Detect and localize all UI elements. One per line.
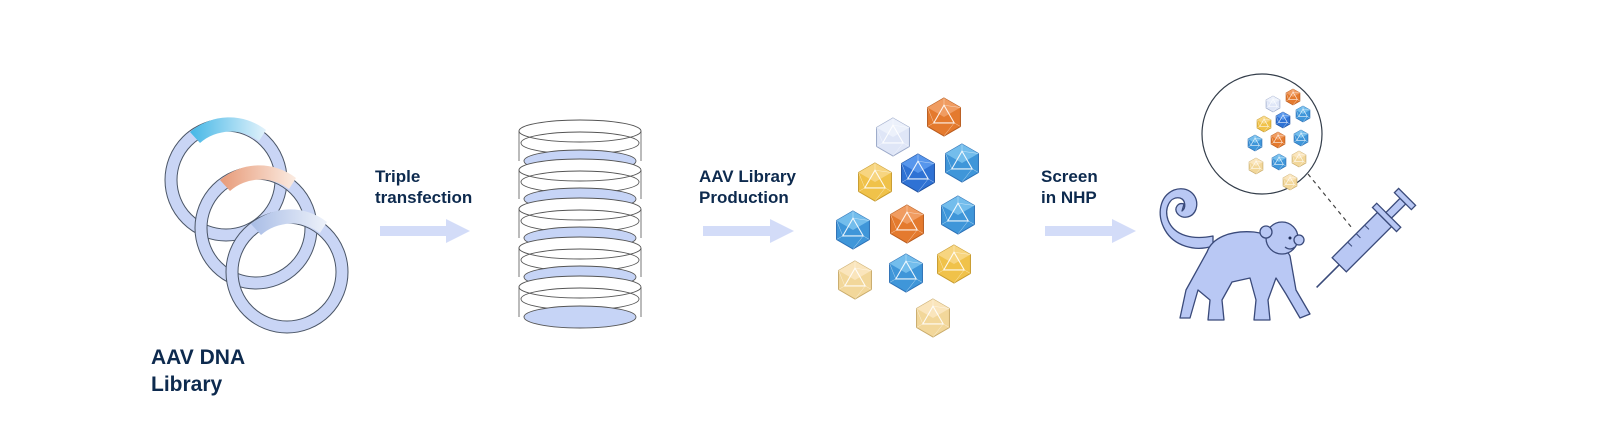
mini-capsid-icon (1291, 150, 1307, 168)
label-dna-library: AAV DNA Library (151, 344, 245, 398)
monkey-icon (1159, 188, 1311, 321)
mini-capsid-icon (1265, 95, 1281, 113)
syringe-icon (1316, 187, 1417, 288)
capsid-icon (836, 210, 870, 250)
capsid-icon (927, 97, 961, 137)
capsid-cluster (836, 97, 979, 338)
label-transfection-line1: Triple (375, 167, 421, 186)
arrow-right-icon (380, 219, 470, 243)
culture-dish (518, 275, 642, 329)
label-production: AAV Library Production (699, 166, 796, 208)
mini-capsid-icon (1271, 153, 1287, 171)
mini-capsids (1247, 88, 1311, 191)
mini-capsid-icon (1293, 129, 1309, 147)
capsid-icon (838, 260, 872, 300)
plasmid-rings (164, 117, 349, 334)
label-screen: Screen in NHP (1041, 166, 1098, 208)
magnifier-circle-icon (1201, 73, 1353, 229)
capsid-icon (876, 117, 910, 157)
mini-capsid-icon (1275, 111, 1291, 129)
mini-capsid-icon (1270, 131, 1286, 149)
capsid-icon (945, 143, 979, 183)
label-screen-line1: Screen (1041, 167, 1098, 186)
label-production-line2: Production (699, 188, 789, 207)
culture-dish-stack-icon (518, 119, 642, 329)
capsid-icon (901, 153, 935, 193)
mini-capsid-icon (1248, 157, 1264, 175)
arrow-right-icon (1045, 219, 1136, 243)
capsid-icon (941, 195, 975, 235)
label-dna-library-line1: AAV DNA (151, 346, 246, 369)
label-production-line1: AAV Library (699, 167, 796, 186)
capsid-icon (937, 244, 971, 284)
arrow-right-icon (703, 219, 794, 243)
label-dna-library-line2: Library (151, 373, 223, 396)
mini-capsid-icon (1295, 105, 1311, 123)
mini-capsid-icon (1285, 88, 1301, 106)
capsid-icon (890, 204, 924, 244)
mini-capsid-icon (1282, 173, 1298, 191)
label-screen-line2: in NHP (1041, 188, 1097, 207)
mini-capsid-icon (1256, 115, 1272, 133)
capsid-icon (889, 253, 923, 293)
capsid-icon (916, 298, 950, 338)
label-transfection-line2: transfection (375, 188, 473, 207)
arrows (380, 219, 1136, 243)
label-transfection: Triple transfection (375, 166, 472, 208)
mini-capsid-icon (1247, 134, 1263, 152)
capsid-icon (858, 162, 892, 202)
plasmid-ring-icon (225, 209, 349, 334)
